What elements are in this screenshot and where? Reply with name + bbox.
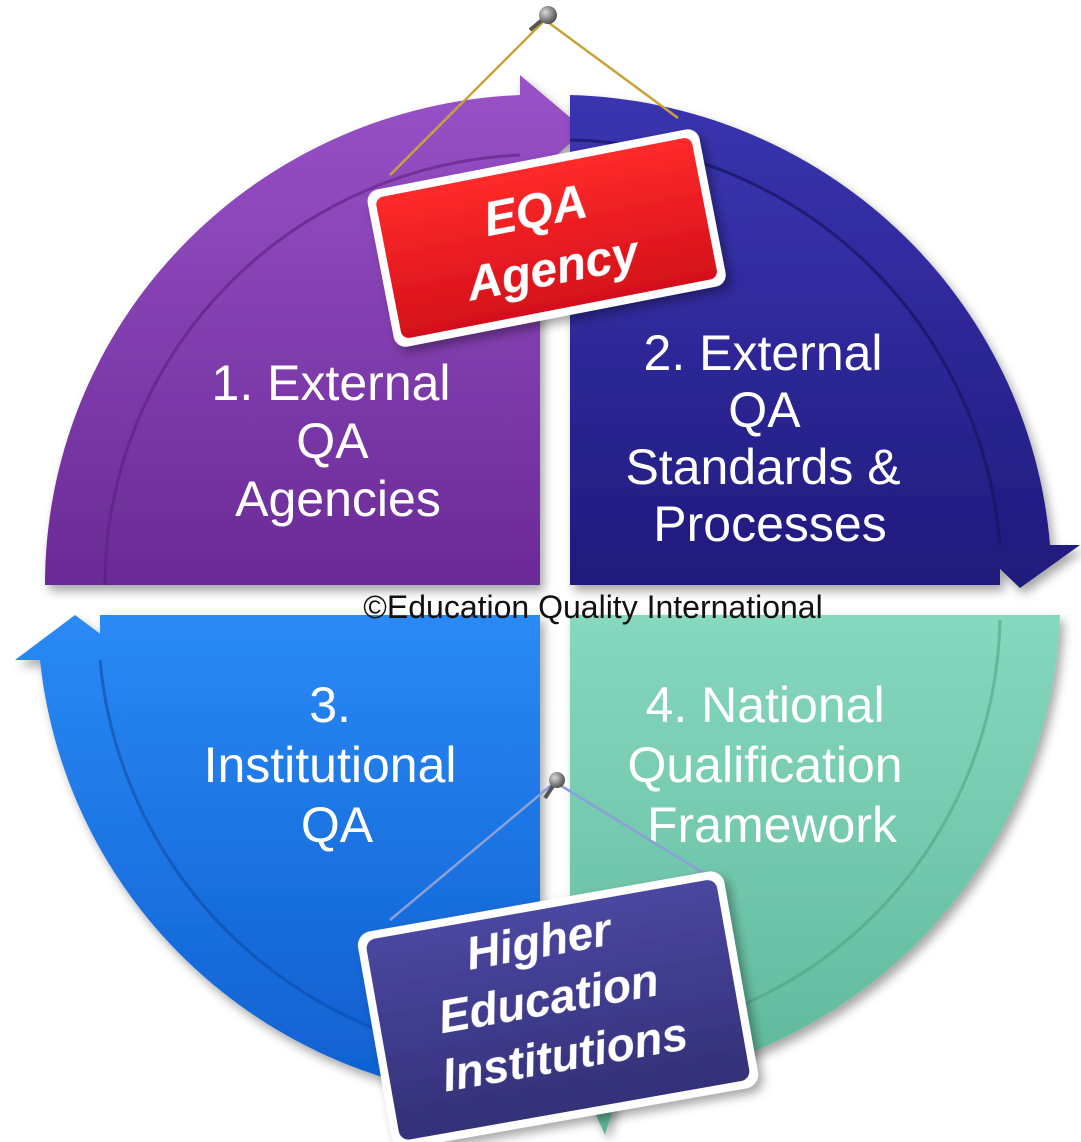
quadrant-2-line-4: Processes: [653, 496, 886, 552]
quadrant-3-label: 3. Institutional QA: [204, 677, 471, 853]
quadrant-1-line-1: 1. External: [212, 355, 451, 411]
quadrant-4-line-1: 4. National: [646, 677, 885, 733]
quadrant-1-line-2: QA: [296, 413, 369, 469]
eqa-agency-sign: EQA Agency: [367, 129, 726, 347]
quadrant-2-line-2: QA: [728, 382, 801, 438]
bottom-sign-strings: [389, 780, 716, 921]
quadrant-4-line-3: Framework: [647, 797, 898, 853]
quadrant-2-label: 2. External QA Standards & Processes: [625, 325, 914, 552]
quadrant-4-label: 4. National Qualification Framework: [627, 677, 916, 853]
top-sign-strings: [389, 18, 679, 176]
quadrant-1-line-3: Agencies: [235, 471, 441, 527]
quadrant-2-line-3: Standards &: [625, 439, 900, 495]
quadrant-1-label: 1. External QA Agencies: [212, 355, 465, 527]
bottom-pin-icon: [543, 772, 565, 800]
quadrant-3-line-3: QA: [301, 797, 374, 853]
quadrant-2-line-1: 2. External: [644, 325, 883, 381]
quadrant-3-line-1: 3.: [309, 677, 351, 733]
copyright-notice: ©Education Quality International: [363, 589, 822, 625]
top-pin-icon: [528, 6, 557, 32]
quadrant-3-line-2: Institutional: [204, 737, 457, 793]
quadrant-4-line-2: Qualification: [627, 737, 902, 793]
higher-education-sign: Higher Education Institutions: [357, 871, 759, 1142]
